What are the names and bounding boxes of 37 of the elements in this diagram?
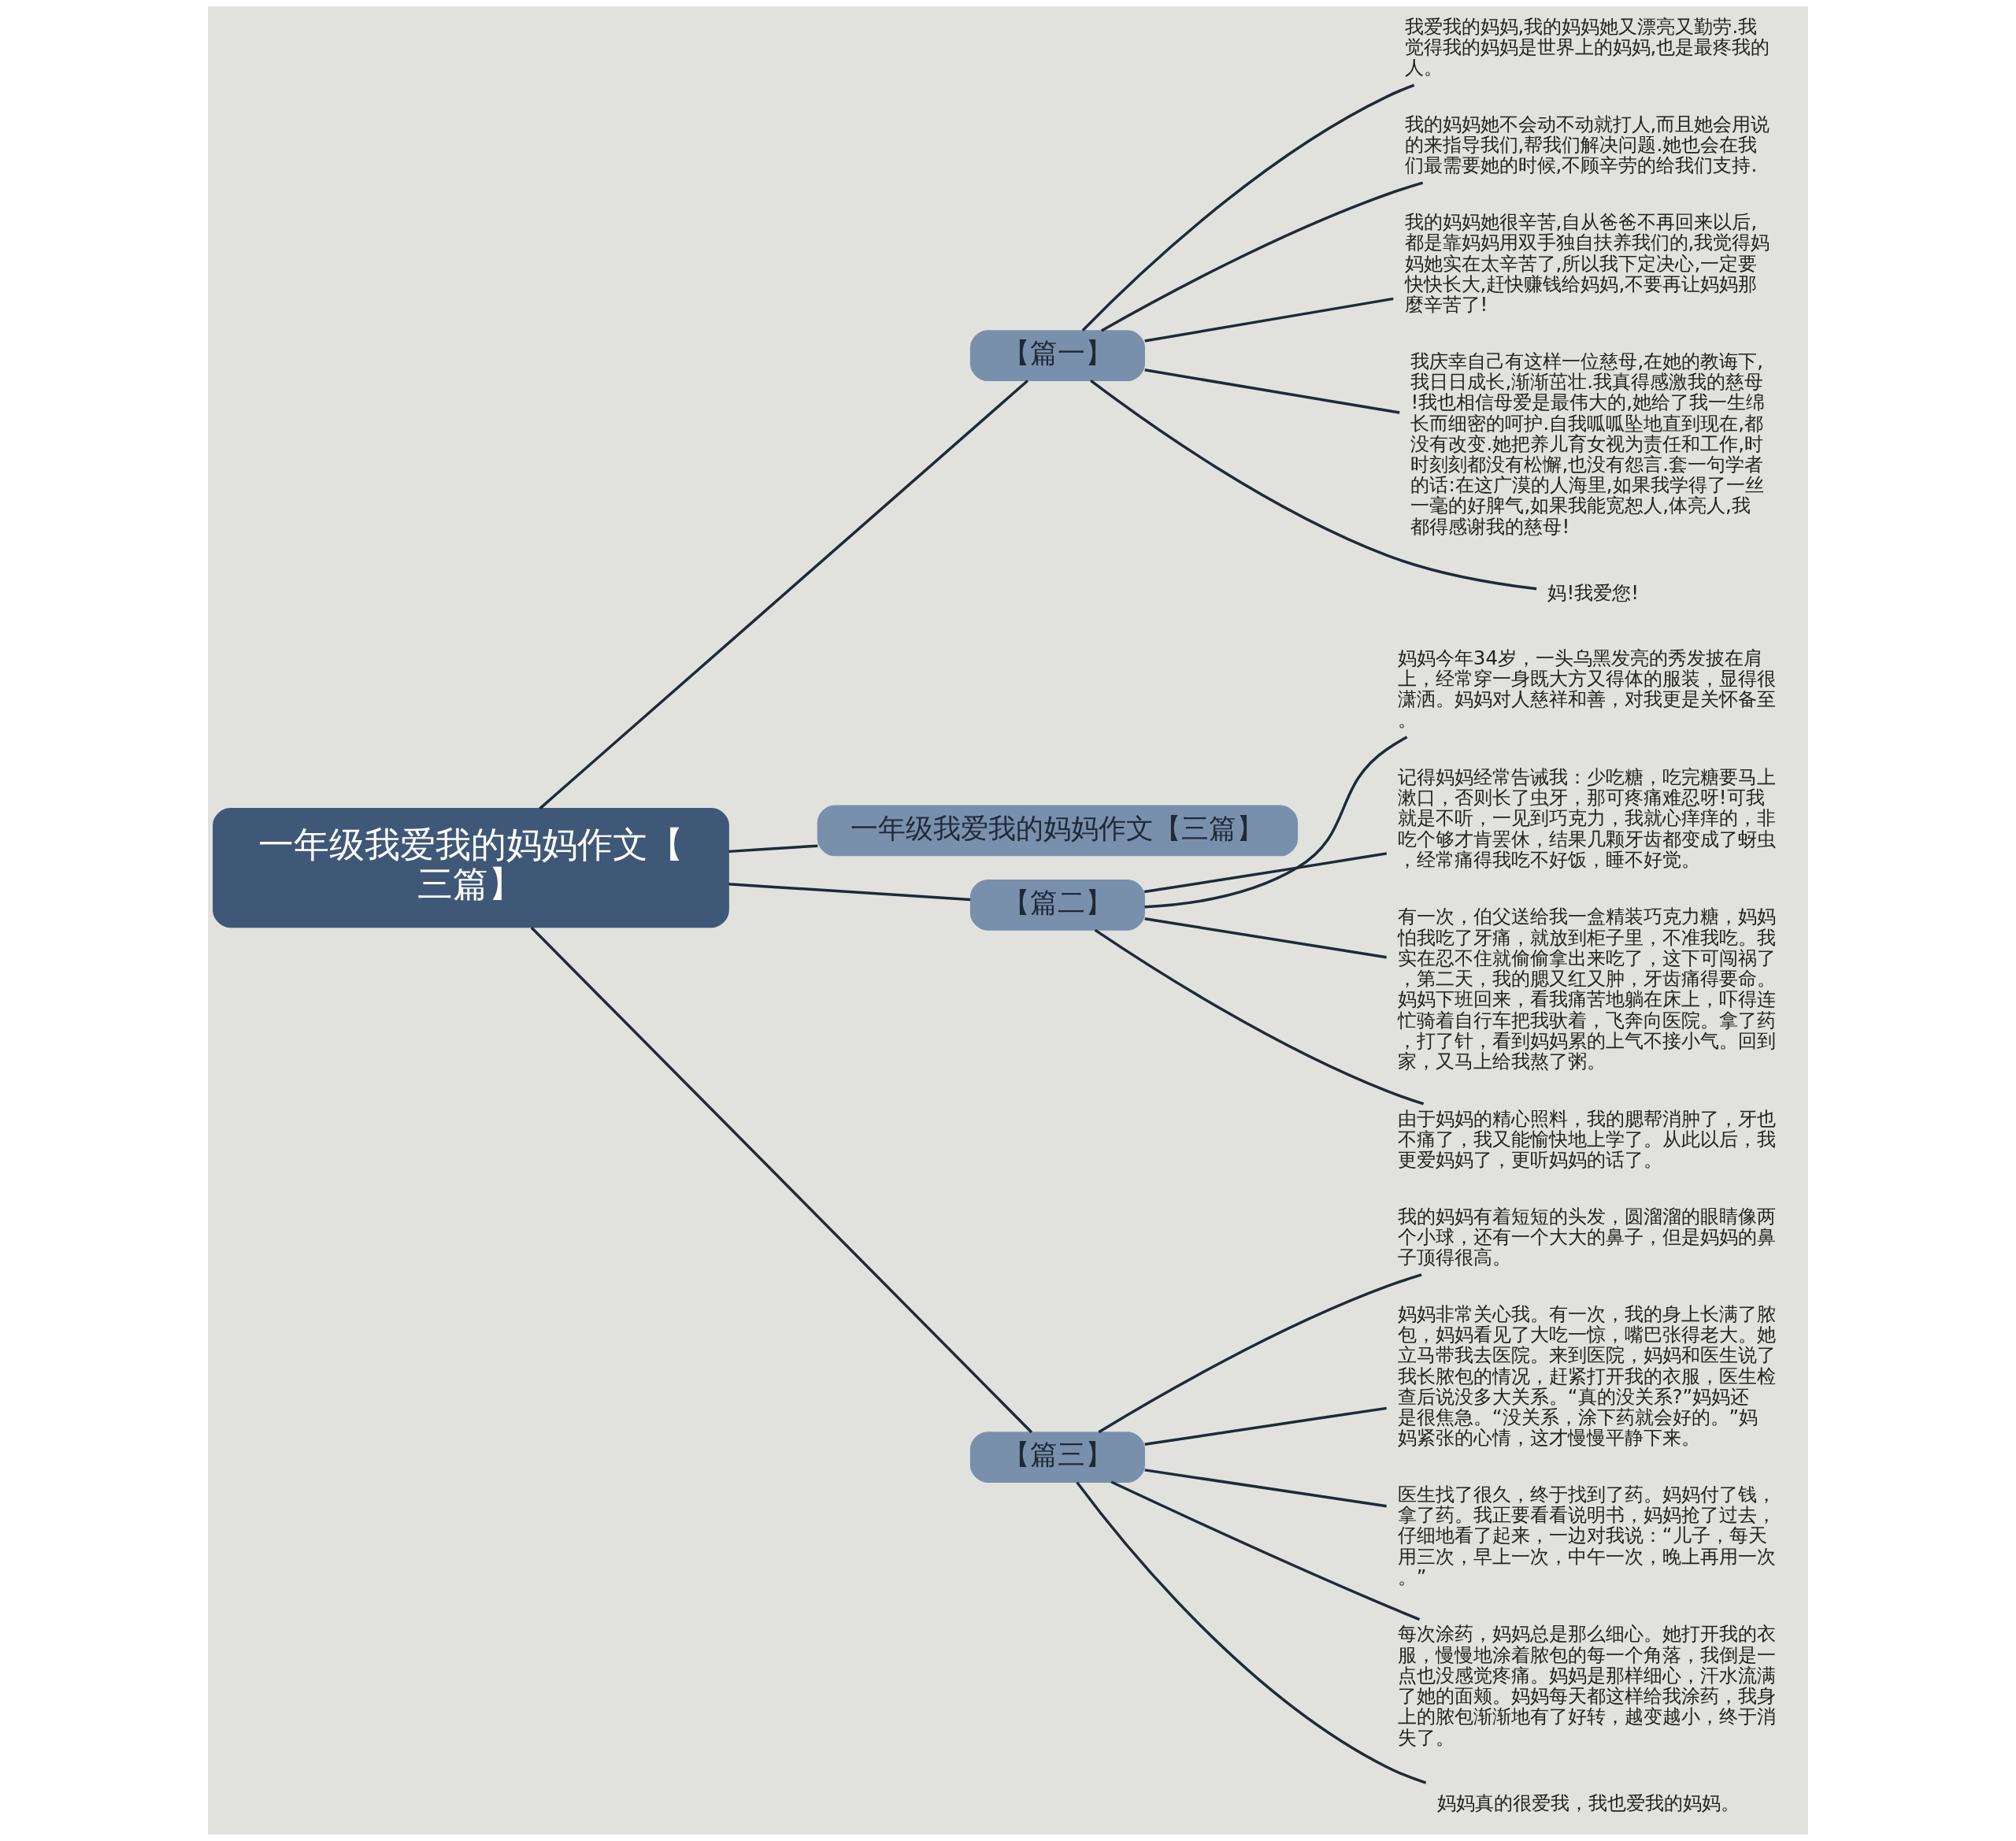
node-text: 妈妈非常关心我。有一次，我的身上长满了脓包，妈妈看见了大吃一惊，嘴巴张得老大。她立马带我去医院。来到医院，妈妈和医生说了我长脓包的情况，赶紧打开我的衣服，医生检查后说没多大关系。“真的没关系?”妈妈还是很焦急。“没关系，涂下药就会好的。”妈妈紧张的心情，这才慢慢平静下来。 [1397,1302,1776,1450]
connector [1144,735,1408,909]
node-text: 我的妈妈她不会动不动就打人,而且她会用说的来指导我们,帮我们解决问题.她也会在我们最需要她的时候,不顾辛劳的给我们支持. [1404,113,1770,177]
connector [1110,1480,1421,1621]
node-text: 有一次，伯父送给我一盒精装巧克力糖，妈妈怕我吃了牙痛，就放到柜子里，不准我吃。我实在忍不住就偷偷拿出来吃了，这下可闯祸了，第二天，我的腮又红又肿，牙齿痛得要命。妈妈下班回来，看我痛苦地躺在床上，吓得连忙骑着自行车把我驮着，飞奔向医院。拿了药，打了针，看到妈妈累的上气不接小气。回到家，又马上给我熬了粥。 [1397,905,1776,1073]
connector [728,883,971,902]
node-text: 每次涂药，妈妈总是那么细心。她打开我的衣服，慢慢地涂着脓包的每一个角落，我倒是一点也没感觉疼痛。妈妈是那样细心，汗水流满了她的面颊。妈妈每天都这样给我涂药，我身上的脓包渐渐地有了好转，越变越小，终于消失了。 [1397,1622,1776,1749]
connector [1144,917,1387,959]
node-text: 妈妈真的很爱我，我也爱我的妈妈。 [1436,1791,1740,1814]
connector [1081,83,1415,332]
connector [1098,1273,1422,1434]
node-text: 记得妈妈经常告诫我：少吃糖，吃完糖要马上漱口，否则长了虫牙，那可疼痛难忍呀!可我就是不听，一见到巧克力，我就心痒痒的，非吃个够才肯罢休，结果几颗牙齿都变成了蚜虫，经常痛得我吃不好饭，睡不好觉。 [1397,765,1776,871]
connector [1144,1406,1387,1446]
node-text: 妈妈今年34岁，一头乌黑发亮的秀发披在肩上，经常穿一身既大方又得体的服装，显得很潇洒。妈妈对人慈祥和善，对我更是关怀备至。 [1397,646,1776,732]
node-box: 一年级我爱我的妈妈作文【三篇】 [213,808,729,928]
connector [1144,1469,1387,1508]
connector [728,844,818,854]
node-text: 我的妈妈有着短短的头发，圆溜溜的眼睛像两个小球，还有一个大大的鼻子，但是妈妈的鼻子顶得很高。 [1397,1204,1776,1269]
connector [1143,852,1388,894]
node-box: 【篇三】 [969,1432,1145,1483]
node-text: 妈!我爱您! [1547,580,1640,604]
connector [1144,297,1394,343]
connector [539,380,1029,810]
node-box: 一年级我爱我的妈妈作文【三篇】 [817,805,1299,857]
node-box: 【篇一】 [969,330,1145,381]
node-text: 医生找了很久，终于找到了药。妈妈付了钱，拿了药。我正要看看说明书，妈妈抢了过去，仔细地看了起来，一边对我说：“儿子，每天用三次，早上一次，中午一次，晚上再用一次。” [1397,1482,1776,1588]
connector [1144,369,1400,414]
node-text: 我庆幸自己有这样一位慈母,在她的教诲下,我日日成长,渐渐茁壮.我真得感激我的慈母!我也相信母爱是最伟大的,她给了我一生绵长而细密的呵护.自我呱呱坠地直到现在,都没有改变.她把养儿育女视为责任和工作,时时刻刻都没有松懈,也没有怨言.套一句学者的话:在这广漠的人海里,如果我学得了一丝一毫的好脾气,如果我能宽恕人,体亮人,我都得感谢我的慈母! [1410,349,1766,538]
node-box: 【篇二】 [969,879,1145,931]
connector [1094,928,1425,1106]
node-text: 我爱我的妈妈,我的妈妈她又漂亮又勤劳.我觉得我的妈妈是世界上的妈妈,也是最疼我的人。 [1404,14,1770,80]
connector [1076,1481,1427,1784]
connector [1100,181,1424,332]
connector [1090,379,1537,591]
node-text: 由于妈妈的精心照料，我的腮帮消肿了，牙也不痛了，我又能愉快地上学了。从此以后，我更爱妈妈了，更听妈妈的话了。 [1397,1106,1776,1172]
connector [530,926,1033,1434]
node-text: 我的妈妈她很辛苦,自从爸爸不再回来以后,都是靠妈妈用双手独自扶养我们的,我觉得妈妈她实在太辛苦了,所以我下定决心,一定要快快长大,赶快赚钱给妈妈,不要再让妈妈那麼辛苦了! [1404,210,1770,317]
